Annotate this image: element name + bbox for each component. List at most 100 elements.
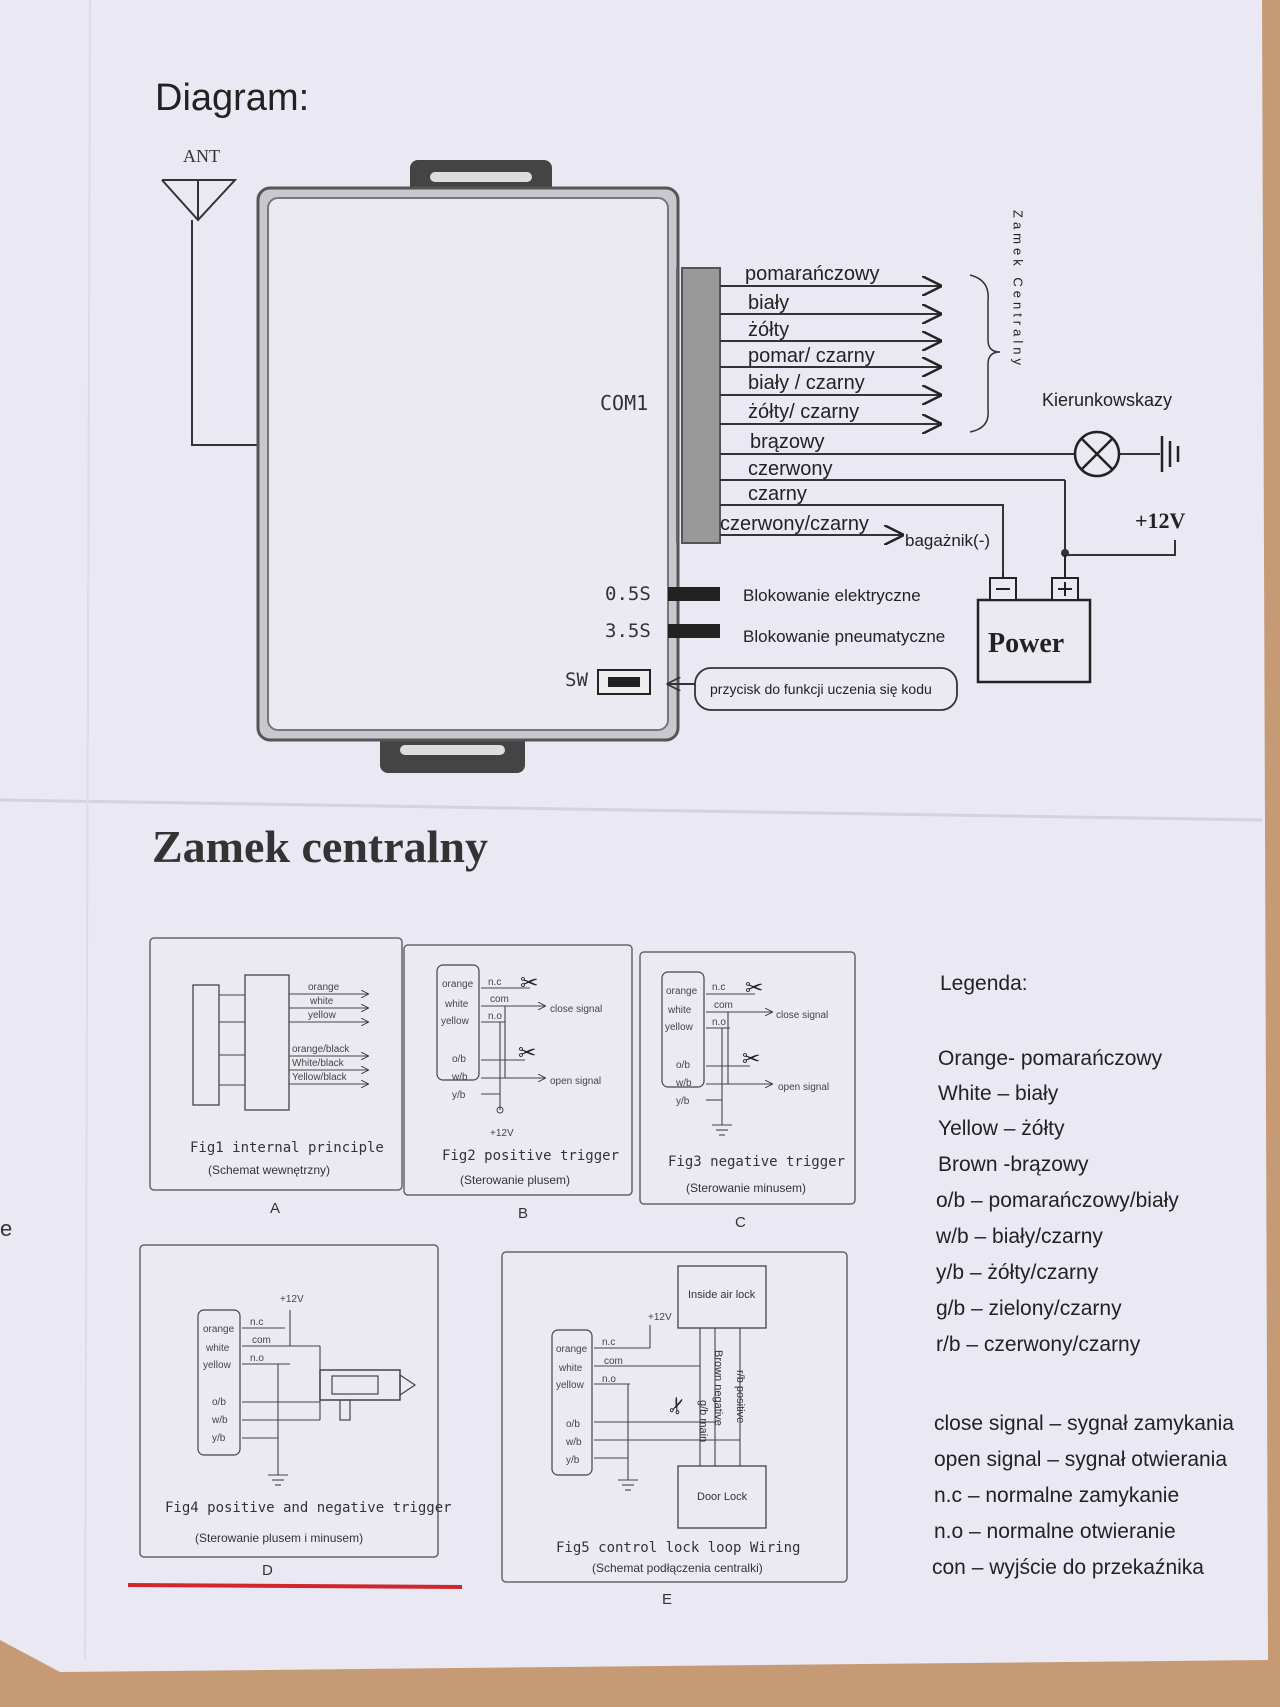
wire-label-white: biały xyxy=(748,292,789,314)
fig4-pin-yellow: yellow xyxy=(203,1360,232,1371)
fig2-letter: B xyxy=(518,1205,528,1222)
legend-term: open signal – sygnał otwierania xyxy=(934,1448,1227,1471)
figure-3: orange white yellow o/b w/b y/b n.c com … xyxy=(639,951,856,1205)
learn-switch xyxy=(597,669,651,695)
fig3-pin-ob: o/b xyxy=(676,1060,690,1071)
fig3-close-signal: close signal xyxy=(776,1010,828,1021)
fig3-pin-yellow: yellow xyxy=(665,1022,694,1033)
wire-label-orange: pomarańczowy xyxy=(745,263,880,285)
legend-item: o/b – pomarańczowy/biały xyxy=(936,1189,1179,1212)
fig2-com: com xyxy=(490,994,509,1005)
legend-title: Legenda: xyxy=(940,972,1028,995)
indicator-label: Kierunkowskazy xyxy=(1042,390,1172,410)
fig4-plus12v: +12V xyxy=(280,1294,304,1305)
wire-label-brown: brązowy xyxy=(750,431,824,453)
plus12v-label: +12V xyxy=(1135,508,1186,533)
fig5-nc: n.c xyxy=(602,1337,615,1348)
fig4-no: n.o xyxy=(250,1353,264,1364)
figure-5: Inside air lock Door Lock Brown negative… xyxy=(501,1251,848,1583)
brown-negative-label: Brown negative xyxy=(712,1350,724,1426)
fig1-wire-yellow-black: Yellow/black xyxy=(292,1072,348,1083)
power-label: Power xyxy=(988,628,1064,659)
scissors-icon: ✂ xyxy=(518,1040,536,1065)
fig3-pin-orange: orange xyxy=(666,986,698,997)
timer-35-connector xyxy=(668,624,720,638)
wire-label-orange-black: pomar/ czarny xyxy=(748,345,875,367)
fig5-letter: E xyxy=(662,1591,672,1608)
rb-positive-label: r/b positive xyxy=(734,1370,746,1423)
fig2-pin-orange: orange xyxy=(442,979,474,990)
com1-connector xyxy=(681,267,721,544)
fig1-wire-white-black: White/black xyxy=(292,1058,345,1069)
fig3-pin-yb: y/b xyxy=(676,1096,690,1107)
fig5-pin-white: white xyxy=(558,1363,583,1374)
figure-4: +12V orange white yellow o/b w/b y/b n.c… xyxy=(139,1244,452,1558)
fig4-subcaption: (Sterowanie plusem i minusem) xyxy=(195,1531,363,1545)
wire-label-red-black: czerwony/czarny xyxy=(720,513,869,535)
lock-electric-label: Blokowanie elektryczne xyxy=(743,586,921,605)
fig1-wire-orange-black: orange/black xyxy=(292,1044,350,1055)
legend-item: g/b – zielony/czarny xyxy=(936,1297,1122,1320)
fig5-com: com xyxy=(604,1356,623,1367)
central-lock-label: Zamek Centralny xyxy=(1011,210,1026,369)
fig4-com: com xyxy=(252,1335,271,1346)
fig1-wire-white: white xyxy=(309,996,334,1007)
scissors-icon: ✂ xyxy=(742,1046,760,1071)
wire-label-white-black: biały / czarny xyxy=(748,372,865,394)
fig5-no: n.o xyxy=(602,1374,616,1385)
fig5-pin-yb: y/b xyxy=(566,1455,580,1466)
legend-item: y/b – żółty/czarny xyxy=(936,1261,1099,1284)
margin-char: e xyxy=(0,1216,12,1241)
timer-05-label: 0.5S xyxy=(605,583,651,605)
legend-item: Yellow – żółty xyxy=(938,1117,1065,1140)
fig2-pin-wb: w/b xyxy=(451,1072,468,1083)
fig4-nc: n.c xyxy=(250,1317,263,1328)
fig3-pin-white: white xyxy=(667,1005,692,1016)
fig5-pin-ob: o/b xyxy=(566,1419,580,1430)
fig3-nc: n.c xyxy=(712,982,725,993)
fig2-plus12v: +12V xyxy=(490,1128,514,1139)
wire-lines xyxy=(720,286,1176,573)
fig3-caption: Fig3 negative trigger xyxy=(668,1154,845,1170)
ground-icon xyxy=(1160,436,1180,472)
fig3-subcaption: (Sterowanie minusem) xyxy=(686,1181,806,1195)
fig2-close-signal: close signal xyxy=(550,1004,602,1015)
fig4-caption: Fig4 positive and negative trigger xyxy=(165,1500,452,1516)
diagram-title: Diagram: xyxy=(155,77,309,119)
timer-05-connector xyxy=(668,587,720,601)
fig2-subcaption: (Sterowanie plusem) xyxy=(460,1173,570,1187)
fig2-pin-yellow: yellow xyxy=(441,1016,470,1027)
legend-item: r/b – czerwony/czarny xyxy=(936,1333,1141,1356)
fig4-pin-white: white xyxy=(205,1343,230,1354)
gb-main-label: g/b main xyxy=(697,1400,709,1442)
fig4-pin-ob: o/b xyxy=(212,1397,226,1408)
central-lock-bracket xyxy=(969,274,1001,433)
wire-label-yellow-black: żółty/ czarny xyxy=(748,401,859,423)
fig2-nc: n.c xyxy=(488,977,501,988)
fig2-caption: Fig2 positive trigger xyxy=(442,1148,619,1164)
com1-label: COM1 xyxy=(600,391,648,415)
fig4-pin-orange: orange xyxy=(203,1324,235,1335)
learn-button-callout xyxy=(694,667,958,711)
legend-term: n.o – normalne otwieranie xyxy=(934,1520,1176,1543)
fig1-letter: A xyxy=(270,1200,280,1217)
wire-label-black: czarny xyxy=(748,483,807,505)
fig5-subcaption: (Schemat podłączenia centralki) xyxy=(592,1561,763,1575)
section-title: Zamek centralny xyxy=(152,821,488,872)
fig1-caption: Fig1 internal principle xyxy=(190,1140,384,1156)
lamp-icon xyxy=(1073,430,1121,478)
fig5-pin-wb: w/b xyxy=(565,1437,582,1448)
fig3-com: com xyxy=(714,1000,733,1011)
antenna-label: ANT xyxy=(183,146,220,166)
fig3-letter: C xyxy=(735,1214,746,1231)
red-underline xyxy=(127,1583,463,1589)
fig4-pin-wb: w/b xyxy=(211,1415,228,1426)
wire-label-red: czerwony xyxy=(748,458,832,480)
fig1-wire-yellow: yellow xyxy=(308,1010,337,1021)
control-unit: COM1 0.5S 3.5S SW xyxy=(256,160,720,773)
trunk-label: bagażnik(-) xyxy=(905,531,990,550)
legend: Legenda: Orange- pomarańczowy White – bi… xyxy=(932,972,1234,1579)
wire-labels: pomarańczowy biały żółty pomar/ czarny b… xyxy=(720,263,880,535)
legend-term: close signal – sygnał zamykania xyxy=(934,1412,1234,1435)
